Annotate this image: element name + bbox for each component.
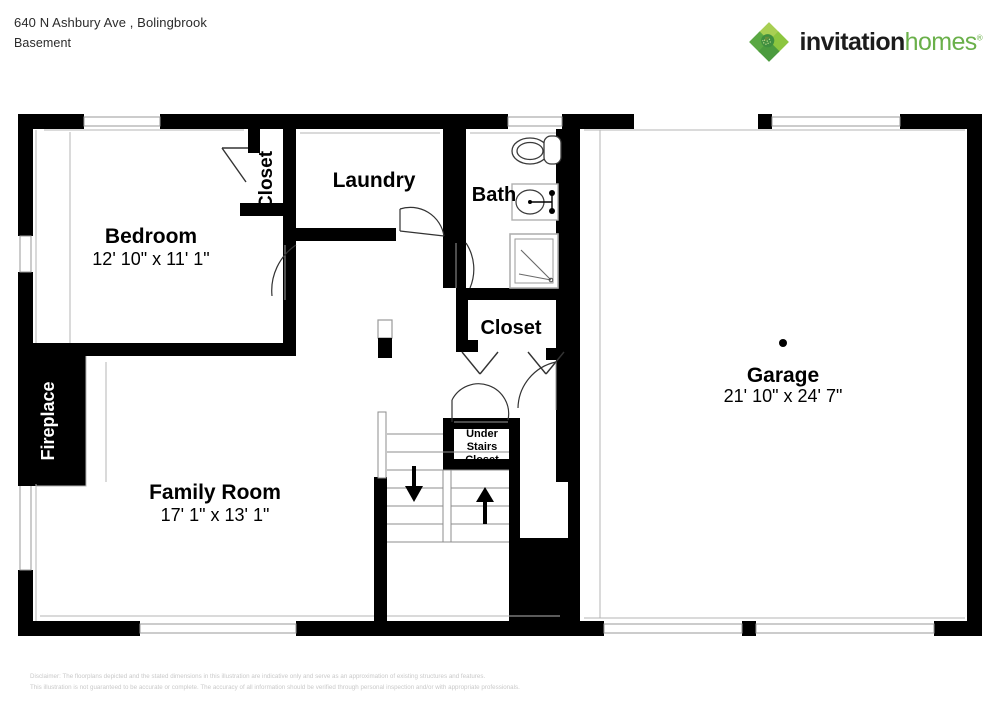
room-label-garage: Garage bbox=[747, 364, 819, 387]
property-address: 640 N Ashbury Ave , Bolingbrook bbox=[14, 15, 207, 30]
stairs-up-arrow-icon bbox=[476, 487, 494, 524]
property-address-block: 640 N Ashbury Ave , Bolingbrook Basement bbox=[14, 13, 207, 53]
floor-level-label: Basement bbox=[14, 36, 72, 50]
room-label-family-room: Family Room bbox=[149, 481, 281, 504]
bath-fixtures bbox=[509, 135, 562, 289]
brand-logo: invitationhomes® bbox=[747, 20, 983, 64]
invitation-homes-diamond-logo-icon bbox=[748, 22, 789, 62]
interior-walls bbox=[18, 114, 580, 636]
room-label-fireplace: Fireplace bbox=[38, 381, 58, 460]
room-label-under-stairs-2: Stairs bbox=[467, 441, 498, 453]
brand-word-invitation: invitation bbox=[799, 27, 906, 56]
room-label-under-stairs-1: Under bbox=[466, 428, 499, 440]
staircase bbox=[377, 411, 509, 543]
stairs-down-arrow-icon bbox=[405, 466, 423, 502]
disclaimer-block: Disclaimer: The floorplans depicted and … bbox=[30, 672, 520, 693]
toilet-icon bbox=[511, 135, 562, 165]
room-dims-family-room: 17' 1" x 13' 1" bbox=[161, 505, 270, 525]
shower-icon bbox=[509, 233, 559, 289]
brand-word-homes: homes bbox=[904, 27, 978, 56]
room-label-hall-closet: Closet bbox=[480, 317, 541, 339]
disclaimer-line-1: Disclaimer: The floorplans depicted and … bbox=[30, 673, 486, 680]
brand-trademark: ® bbox=[976, 33, 983, 43]
windows bbox=[19, 116, 935, 634]
doors bbox=[221, 147, 565, 423]
room-label-bedroom: Bedroom bbox=[105, 225, 197, 248]
disclaimer-line-2: This illustration is not guaranteed to b… bbox=[30, 683, 520, 691]
sink-icon bbox=[511, 183, 559, 221]
room-label-laundry: Laundry bbox=[333, 169, 416, 192]
room-dims-garage: 21' 10" x 24' 7" bbox=[724, 386, 843, 406]
room-label-under-stairs-3: Closet bbox=[465, 454, 499, 466]
room-label-bath: Bath bbox=[472, 184, 516, 206]
floor-edge-lines bbox=[35, 129, 965, 621]
room-label-bedroom-closet: Closet bbox=[256, 150, 277, 209]
room-dims-bedroom: 12' 10" x 11' 1" bbox=[92, 249, 209, 269]
support-post bbox=[377, 319, 393, 358]
ceiling-light-icon bbox=[779, 339, 787, 347]
brand-wordmark: invitationhomes® bbox=[799, 27, 983, 57]
